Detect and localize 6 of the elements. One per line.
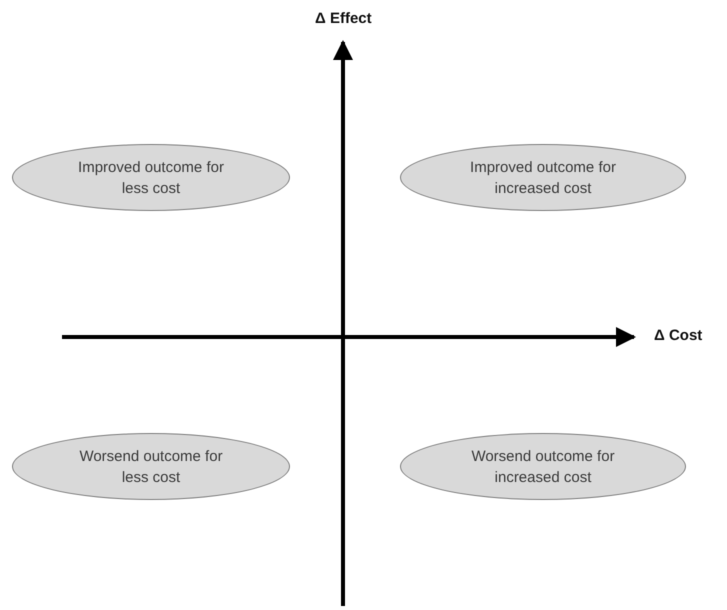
quadrant-label: Improved outcome for less cost <box>77 158 225 198</box>
y-axis-title: Δ Effect <box>315 10 372 27</box>
quadrant-label: Worsend outcome for increased cost <box>470 446 616 488</box>
quadrant-label: Worsend outcome for less cost <box>78 446 224 488</box>
quadrant-label: Improved outcome for increased cost <box>469 158 617 198</box>
x-axis-title: Δ Cost <box>654 327 702 344</box>
